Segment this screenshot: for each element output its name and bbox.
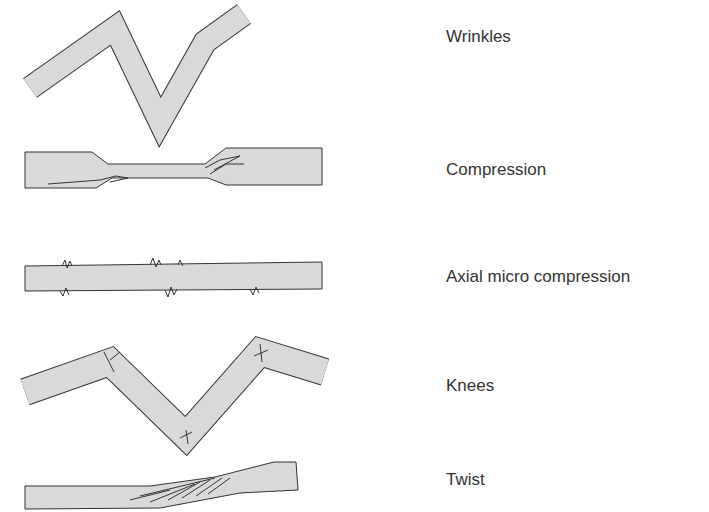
axial-micro-compression-fibre [25,258,322,297]
twist-fibre [25,462,298,509]
defect-label: Knees [446,376,494,396]
defect-label: Axial micro compression [446,267,630,287]
wrinkles-fibre [30,14,244,122]
defect-label: Compression [446,160,546,180]
defect-label: Wrinkles [446,27,511,47]
compression-fibre [25,148,322,188]
defect-label: Twist [446,470,485,490]
knees-fibre [25,344,325,444]
